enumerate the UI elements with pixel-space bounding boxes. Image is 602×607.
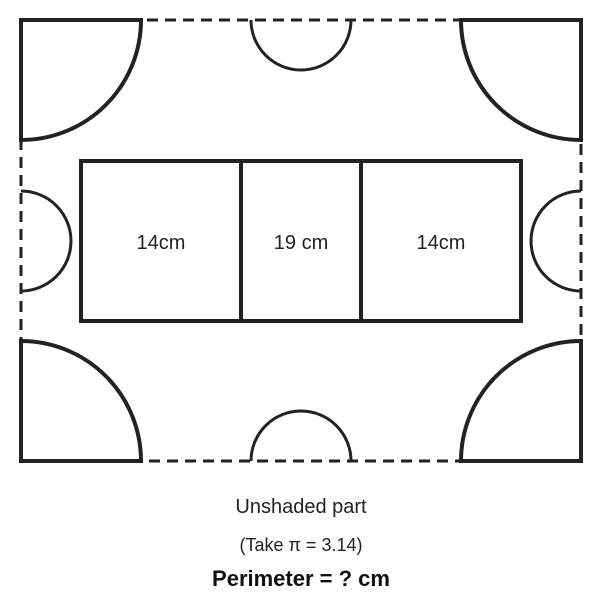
central-rectangle bbox=[79, 159, 523, 323]
quarter-circle-top-left bbox=[19, 18, 144, 143]
semicircle-right bbox=[529, 189, 582, 293]
quarter-circle-bottom-right bbox=[458, 338, 583, 463]
semicircle-left bbox=[20, 189, 73, 293]
right-square-label: 14cm bbox=[417, 232, 466, 254]
semicircle-bottom bbox=[249, 409, 353, 462]
quarter-circle-bottom-left bbox=[19, 338, 144, 463]
quarter-circle-top-right bbox=[458, 18, 583, 143]
caption-pi-note: (Take π = 3.14) bbox=[239, 535, 363, 555]
geometry-figure: 14cm 19 cm 14cm bbox=[19, 18, 583, 463]
caption-perimeter-question: Perimeter = ? cm bbox=[212, 566, 390, 591]
middle-rect-label: 19 cm bbox=[274, 232, 328, 254]
outer-dashed-rectangle bbox=[19, 18, 583, 463]
semicircle-top bbox=[249, 19, 353, 72]
left-square-label: 14cm bbox=[137, 232, 186, 254]
caption-unshaded-part: Unshaded part bbox=[235, 496, 367, 518]
